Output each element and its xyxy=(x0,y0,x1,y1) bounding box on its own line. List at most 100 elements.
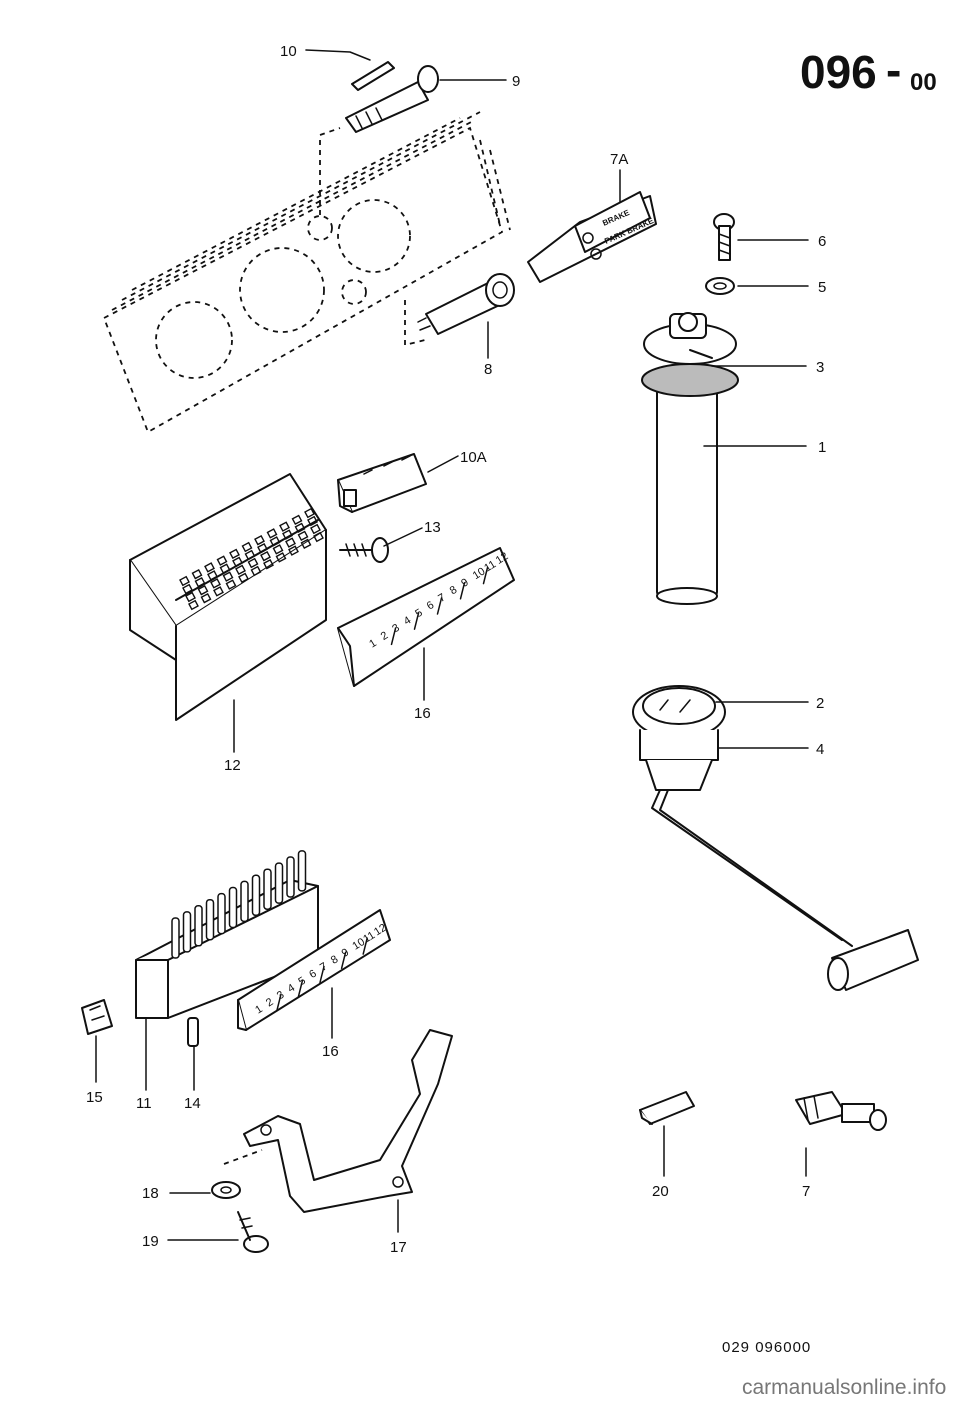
page-code: 096 - 00 xyxy=(800,44,937,98)
cover-slot xyxy=(191,568,203,580)
callout-19: 19 xyxy=(142,1233,159,1250)
callout-7a: 7A xyxy=(610,151,628,168)
fuse xyxy=(217,892,226,935)
fuse-number-label: 12 xyxy=(494,550,511,567)
screw-part-6 xyxy=(713,213,735,261)
callout-16-lower: 16 xyxy=(322,1043,339,1060)
callout-16-upper: 16 xyxy=(414,705,431,722)
fuse-number-label: 11 xyxy=(361,929,377,945)
bulb-clip-part-10 xyxy=(351,61,395,91)
cover-slot xyxy=(288,545,299,556)
fuse-number-label: 9 xyxy=(340,946,352,959)
fuse-number-label: 12 xyxy=(372,922,389,939)
fuse-number-label: 3 xyxy=(275,989,287,1002)
fuse-number-label: 3 xyxy=(390,622,402,635)
fuse-divider xyxy=(482,566,489,585)
callout-10a: 10A xyxy=(460,449,487,466)
fuse-divider xyxy=(276,994,282,1012)
fuse xyxy=(205,898,215,941)
cover-slot xyxy=(269,536,281,547)
fuse-number-label: 2 xyxy=(264,996,276,1009)
cover-slot xyxy=(179,575,190,587)
cover-slot xyxy=(294,522,306,534)
cover-slot xyxy=(207,570,218,581)
cover-slot xyxy=(263,558,274,570)
fuse xyxy=(171,917,180,959)
clip-part-15 xyxy=(81,999,113,1035)
fuse-divider xyxy=(340,951,347,970)
cover-slot xyxy=(291,514,303,526)
fuse xyxy=(274,862,284,904)
cover-slot xyxy=(307,515,318,527)
connector-part-20 xyxy=(639,1091,695,1125)
bracket-part-17 xyxy=(223,1029,453,1213)
relay-part-10a xyxy=(337,453,427,513)
cover-slot xyxy=(238,572,249,584)
fuel-gauge-sender-part-1 xyxy=(656,383,718,605)
fuse xyxy=(251,874,261,917)
fuse-number-label: 7 xyxy=(318,961,330,974)
cover-slot xyxy=(282,529,293,540)
callout-labels: 10 9 7A 6 5 3 8 1 10A 13 16 12 2 4 16 15… xyxy=(86,43,826,1256)
cover-slot xyxy=(260,550,271,562)
fuse-divider xyxy=(459,582,466,600)
callout-17: 17 xyxy=(390,1239,407,1256)
fuse-number-label: 1 xyxy=(253,1003,265,1016)
callout-2: 2 xyxy=(816,695,824,712)
cover-slot xyxy=(229,548,240,560)
sender-gasket-part-3 xyxy=(641,312,739,397)
cover-fuse-slots xyxy=(179,507,324,611)
cover-slot xyxy=(182,583,193,595)
fuse-number-label: 10 xyxy=(471,565,488,582)
fuse-divider xyxy=(413,612,420,630)
fuse-number-label: 4 xyxy=(402,614,414,627)
bulb-holder-part-9 xyxy=(345,65,439,133)
cover-slot xyxy=(185,591,196,603)
fuse-number-label: 8 xyxy=(448,584,460,597)
callout-9: 9 xyxy=(512,73,520,90)
cover-slot xyxy=(275,552,287,563)
callout-12: 12 xyxy=(224,757,241,774)
warning-lamp-part-7a: BRAKE PARK BRAKE xyxy=(527,191,657,283)
fuse-number-label: 2 xyxy=(379,630,391,643)
cover-slot xyxy=(188,599,199,611)
cover-slot xyxy=(247,557,259,569)
callout-1: 1 xyxy=(818,439,826,456)
fuse-box-part-11 xyxy=(135,850,319,1019)
fuse-box-cover-part-12 xyxy=(129,473,327,721)
page-code-sub: 00 xyxy=(910,69,937,96)
cover-slot xyxy=(213,586,224,597)
cover-slot xyxy=(279,521,290,532)
callout-10: 10 xyxy=(280,43,297,60)
cover-slot xyxy=(204,562,215,573)
cover-slot xyxy=(222,571,234,582)
fuse xyxy=(297,850,307,892)
callout-20: 20 xyxy=(652,1183,669,1200)
fuse-box-fuses xyxy=(171,850,307,959)
fuse-number-label: 8 xyxy=(329,953,341,966)
instrument-cluster-outline xyxy=(102,111,511,434)
cover-slot xyxy=(300,538,312,550)
fuse xyxy=(263,868,272,910)
screw-part-19 xyxy=(237,1211,269,1253)
cover-slot xyxy=(232,556,243,568)
cover-slot xyxy=(197,584,209,596)
fuse xyxy=(286,856,295,898)
fuse xyxy=(240,880,249,923)
callout-18: 18 xyxy=(142,1185,159,1202)
fuse-divider xyxy=(436,597,443,615)
cover-slot xyxy=(310,523,321,535)
cover-slot xyxy=(266,528,278,539)
cover-slot xyxy=(313,531,324,543)
tank-fitting-part-2-4 xyxy=(632,685,919,991)
cover-slot xyxy=(244,549,256,561)
screw-part-13 xyxy=(339,537,389,563)
cover-slot xyxy=(216,555,228,566)
callout-13: 13 xyxy=(424,519,441,536)
fuse-number-label: 7 xyxy=(436,592,448,605)
fuse xyxy=(182,911,192,953)
oil-pressure-switch-part-7 xyxy=(795,1091,887,1131)
